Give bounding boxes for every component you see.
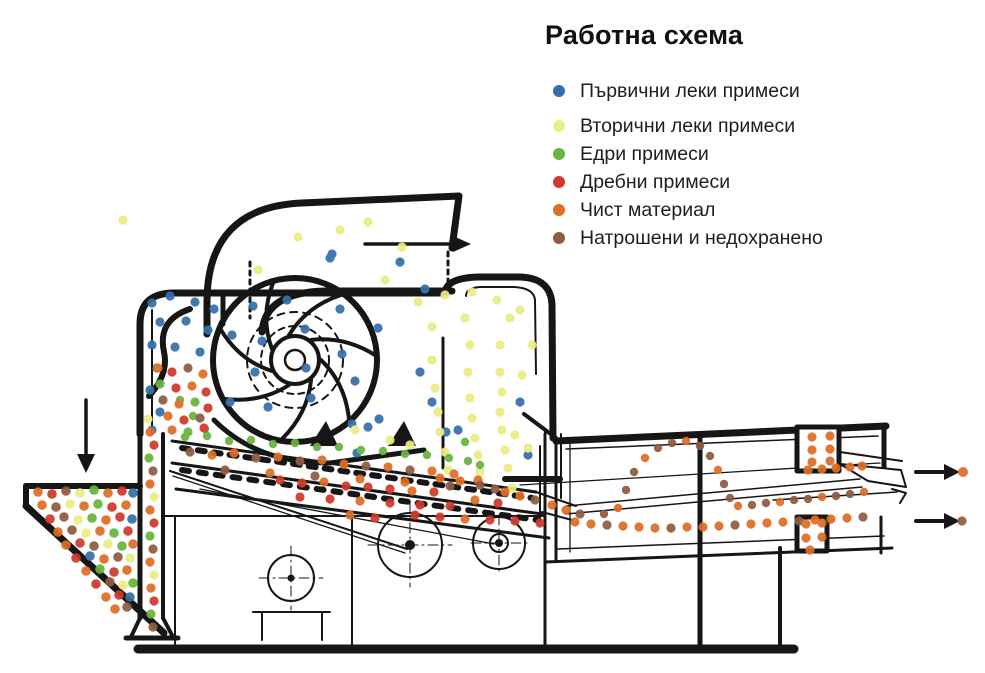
clean-output-arrow [914, 464, 960, 480]
legend-label: Чист материал [580, 198, 716, 221]
legend-item: Натрошени и недохранено [545, 224, 975, 252]
drive-mechanism [252, 502, 528, 641]
machine-frame [133, 431, 894, 654]
legend-item: Вторични леки примеси [545, 112, 975, 140]
flow-arrows [77, 236, 960, 529]
legend-dot-primary-light [553, 85, 565, 97]
page-title: Работна схема [545, 20, 744, 50]
feed-hopper [22, 419, 181, 641]
exhaust-duct [203, 192, 463, 338]
legend-dot-clean [553, 204, 565, 216]
feed-in-arrow [77, 398, 95, 473]
legend-list: Първични леки примеси Вторични леки прим… [545, 77, 975, 252]
legend-dot-broken [553, 232, 565, 244]
legend-label: Едри примеси [580, 142, 709, 165]
legend-label: Вторични леки примеси [580, 114, 796, 137]
legend-dot-fine [553, 176, 565, 188]
legend: Работна схема Първични леки примеси Втор… [545, 20, 975, 252]
legend-dot-coarse [553, 148, 565, 160]
deflector-wedge [388, 421, 416, 446]
exhaust-air-arrow [363, 236, 471, 252]
legend-label: Натрошени и недохранено [580, 226, 823, 249]
legend-dot-secondary-light [553, 120, 565, 132]
legend-item: Първични леки примеси [545, 77, 975, 105]
broken-output-arrow [914, 513, 960, 529]
legend-item: Едри примеси [545, 140, 975, 168]
deflector-wedge [310, 421, 338, 446]
material-dots-layer [33, 215, 968, 632]
legend-item: Чист материал [545, 196, 975, 224]
legend-label: Дребни примеси [580, 170, 731, 193]
indented-cylinder [502, 422, 907, 562]
sieve-decks [169, 421, 577, 554]
legend-label: Първични леки примеси [580, 79, 800, 102]
legend-item: Дребни примеси [545, 168, 975, 196]
